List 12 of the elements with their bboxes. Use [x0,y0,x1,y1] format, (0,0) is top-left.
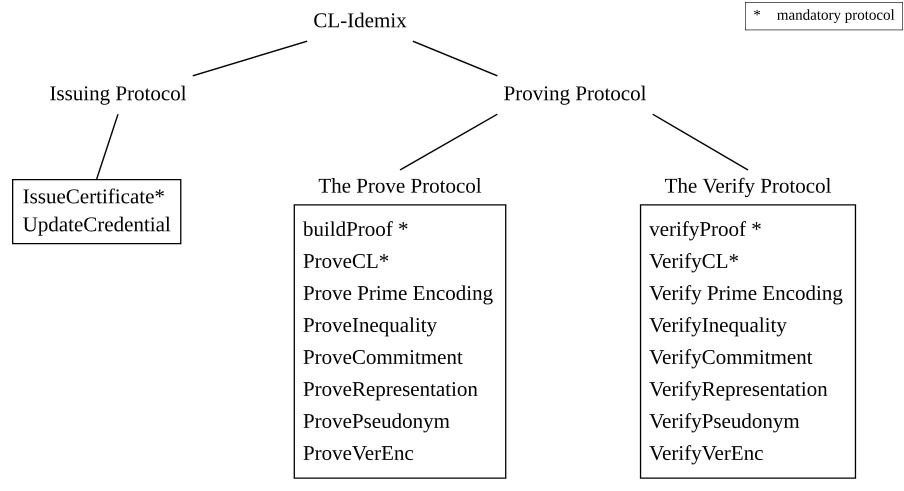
connector-line [652,114,748,171]
connector-line [96,114,119,180]
tree-label: Issuing Protocol [50,86,186,105]
legend-box: * mandatory protocol [745,2,903,30]
connector-line [192,40,308,76]
tree-label: Proving Protocol [504,86,646,105]
list-box: The Prove Protocol buildProof * ProveCL* Prove Prime Encoding ProveInequality ProveCommitment ProveRepresentation ProvePseudonym ProveVerEnc [294,178,506,479]
connector-line [412,40,498,76]
list-box: IssueCertificate* UpdateCredential [12,179,182,244]
connector-line [400,114,498,171]
tree-label: CL-Idemix [314,12,406,28]
list-box: The Verify Protocol verifyProof * VerifyCL* Verify Prime Encoding VerifyInequality VerifyCommitment VerifyRepresentation VerifyPseudonym VerifyVerEnc [640,178,856,479]
